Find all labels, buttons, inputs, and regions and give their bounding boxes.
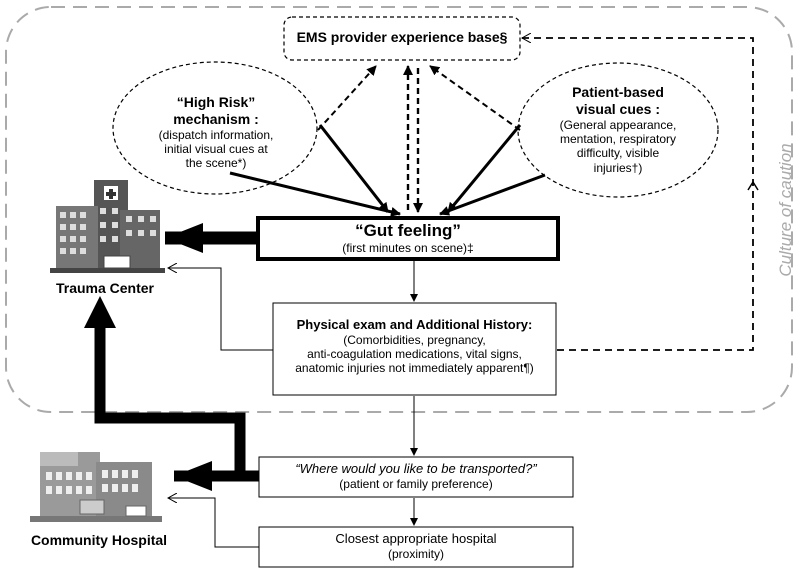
culture-of-caution-label: Culture of caution — [776, 143, 795, 277]
thin-arrow-closest-to-community — [168, 498, 259, 548]
feedback-loop-mid-arrow — [747, 180, 759, 191]
community-hospital-label: Community Hospital — [30, 532, 168, 548]
arrow-patient-to-gut — [439, 173, 546, 216]
dash-arrow-patient-to-ems — [429, 65, 521, 131]
high-risk-body-1: (dispatch information, — [158, 127, 274, 142]
gut-feeling-title: “Gut feeling” — [355, 221, 461, 240]
thin-arrow-exam-to-trauma — [168, 268, 273, 351]
patient-cues-body-4: injuries†) — [593, 160, 643, 175]
patient-cues-title-1: Patient-based — [572, 84, 664, 100]
ems-box-title: EMS provider experience base§ — [296, 29, 508, 45]
gut-feeling-text: “Gut feeling” (first minutes on scene)‡ — [258, 221, 558, 256]
community-hospital-building-icon — [30, 452, 162, 522]
physical-exam-line-1: (Comorbidities, pregnancy, — [343, 332, 486, 347]
physical-exam-box — [272, 302, 557, 396]
high-risk-title-2: mechanism : — [173, 110, 259, 127]
physical-exam-line-2: anti-coagulation medications, vital sign… — [307, 346, 522, 361]
patient-cues-body-2: mentation, respiratory — [559, 131, 677, 146]
gut-feeling-subtitle: (first minutes on scene)‡ — [342, 241, 474, 256]
thick-arrowhead-up — [84, 296, 116, 328]
culture-of-caution-region — [5, 6, 793, 413]
physical-exam-title: Physical exam and Additional History: — [296, 317, 533, 332]
physical-exam-line-3: anatomic injuries not immediately appare… — [295, 361, 534, 376]
high-risk-body-2: initial visual cues at — [164, 141, 268, 156]
transport-pref-box — [258, 456, 574, 498]
physical-exam-text: Physical exam and Additional History: (C… — [273, 317, 556, 376]
high-risk-text: “High Risk” mechanism : (dispatch inform… — [128, 94, 304, 171]
arrow-ems-right-to-gut — [446, 124, 522, 213]
patient-cues-body-1: (General appearance, — [559, 117, 677, 132]
high-risk-ellipse — [112, 61, 318, 195]
arrow-ems-left-to-gut — [318, 124, 390, 213]
transport-pref-title: “Where would you like to be transported?… — [295, 461, 537, 476]
feedback-loop-line — [522, 38, 754, 351]
dash-arrow-highrisk-to-ems — [317, 65, 377, 131]
closest-hospital-title: Closest appropriate hospital — [335, 531, 497, 546]
thick-path-to-trauma-up — [94, 326, 246, 476]
closest-hospital-box — [258, 526, 574, 568]
transport-pref-text: “Where would you like to be transported?… — [259, 461, 573, 491]
high-risk-title-1: “High Risk” — [176, 94, 256, 110]
patient-cues-text: Patient-based visual cues : (General app… — [530, 84, 706, 175]
high-risk-body-3: the scene*) — [185, 156, 247, 171]
gut-feeling-box — [256, 216, 560, 261]
arrow-highrisk-to-gut — [229, 171, 401, 217]
patient-cues-body-3: difficulty, visible — [576, 146, 660, 161]
ems-box — [283, 16, 521, 61]
transport-pref-subtitle: (patient or family preference) — [339, 476, 493, 491]
trauma-center-building-icon — [50, 180, 165, 273]
closest-hospital-text: Closest appropriate hospital (proximity) — [259, 531, 573, 561]
trauma-center-label: Trauma Center — [55, 280, 155, 296]
patient-cues-ellipse — [517, 62, 719, 198]
patient-cues-title-2: visual cues : — [575, 100, 661, 117]
closest-hospital-subtitle: (proximity) — [388, 546, 444, 561]
